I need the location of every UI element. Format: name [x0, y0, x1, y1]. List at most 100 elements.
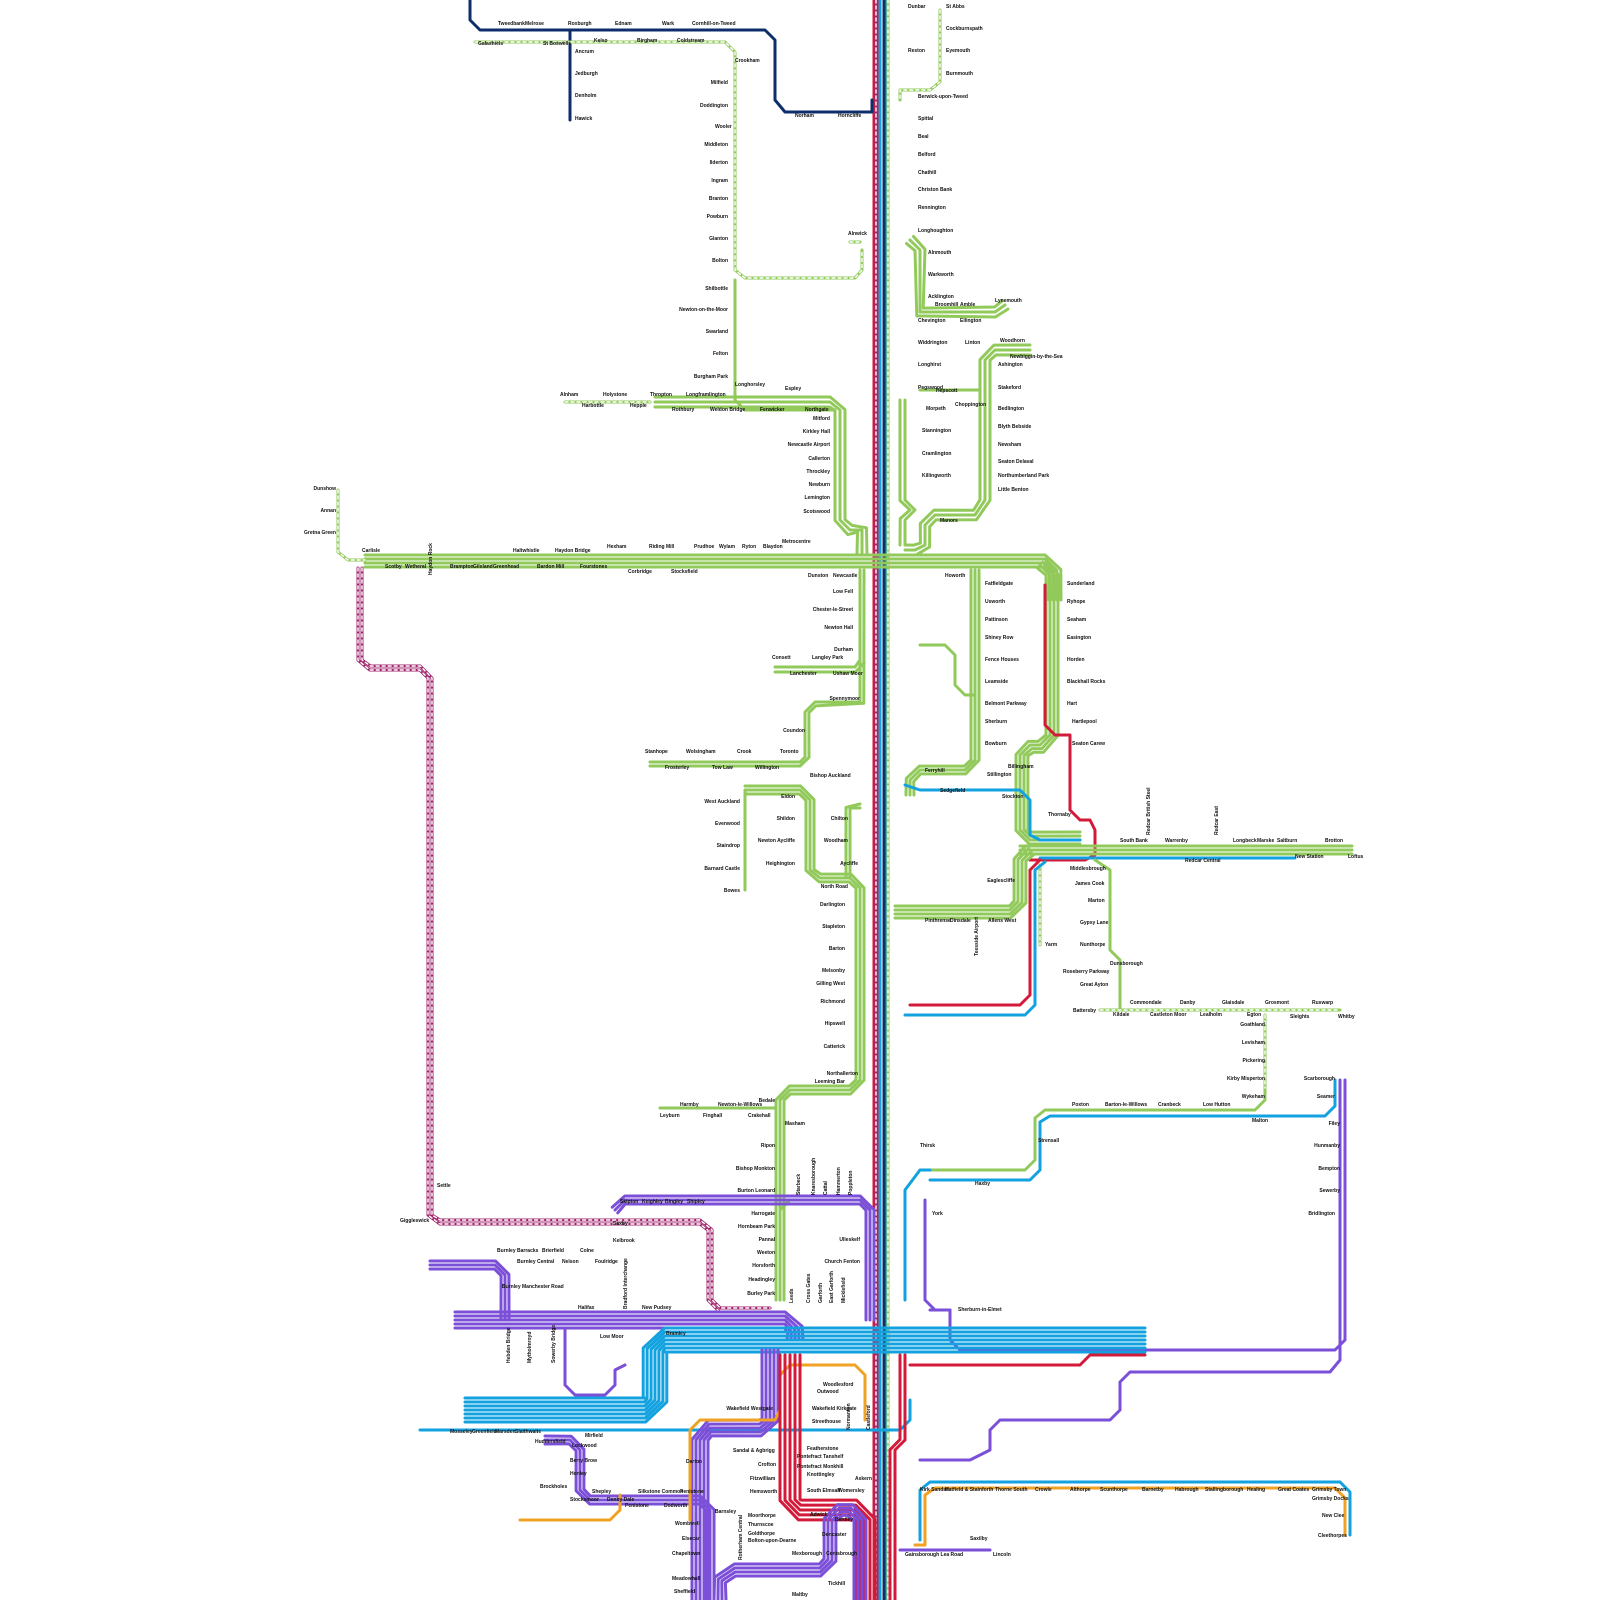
- rail-line-teesside-green-1: [893, 844, 1028, 908]
- station-label: Christon Bank: [918, 187, 952, 193]
- station-label: Stillington: [987, 772, 1011, 778]
- rail-line-leeds-blue-4: [463, 1338, 1147, 1412]
- station-label: Wetheral: [405, 564, 427, 570]
- station-label: Althorpe: [1070, 1487, 1091, 1493]
- station-label: Burnley Manchester Road: [502, 1284, 564, 1290]
- rail-line-orange-hull: [518, 1493, 622, 1522]
- station-label: Burnmouth: [946, 71, 973, 77]
- station-label: Crookham: [735, 58, 760, 64]
- rail-line-rothbury2-1: [653, 395, 869, 557]
- station-label: Jedburgh: [575, 71, 598, 77]
- station-label: New Pudsey: [642, 1305, 672, 1311]
- station-label: Bardon Mill: [537, 564, 565, 570]
- station-label: Bramley: [666, 1331, 686, 1337]
- rail-line-york-sherburn-purple: [923, 1198, 952, 1312]
- station-label: Masham: [785, 1121, 806, 1127]
- station-label: Crook: [737, 749, 752, 755]
- rail-line-teesside-green-3: [893, 849, 1033, 916]
- station-label: Leyburn: [660, 1113, 680, 1119]
- station-label: Birgham: [637, 38, 658, 44]
- station-label: Amble: [960, 302, 976, 308]
- station-label: Wolsingham: [686, 749, 716, 755]
- station-label: Bolton: [712, 258, 728, 264]
- station-label: Pontefract Monkhill: [797, 1464, 844, 1470]
- station-label: Seaham: [1067, 617, 1087, 623]
- station-label: Pontefract Tanshelf: [797, 1454, 844, 1460]
- station-label: Micklefield: [841, 1277, 847, 1303]
- station-label: Widdrington: [918, 340, 947, 346]
- station-label: Newcastle Airport: [788, 442, 831, 448]
- station-label: Haydon Rock: [428, 543, 434, 575]
- station-label: Aycliffe: [840, 861, 858, 867]
- station-label: Brotton: [1325, 838, 1343, 844]
- station-label: Silkstone Common: [638, 1489, 683, 1495]
- station-label: Roseberry Parkway: [1063, 969, 1110, 975]
- station-label: Sewerby: [1319, 1188, 1340, 1194]
- station-label: Ferryhill: [925, 768, 945, 774]
- station-label: Starbeck: [796, 1174, 802, 1195]
- rail-line-coast-green-3: [905, 242, 1010, 319]
- station-label: Newton Aycliffe: [758, 838, 795, 844]
- rail-line-leeds-blue-7: [463, 1350, 1147, 1424]
- station-label: Ancrum: [575, 49, 594, 55]
- station-label: Warkworth: [928, 272, 954, 278]
- station-label: Gypsy Lane: [1080, 920, 1109, 926]
- station-label: Ruswarp: [1312, 1000, 1333, 1006]
- station-label: Egton: [1247, 1012, 1261, 1018]
- station-label: Corbridge: [628, 569, 652, 575]
- station-label: Fatfieldgate: [985, 581, 1013, 587]
- station-label: Newton Hall: [824, 625, 853, 631]
- station-label: Chathill: [918, 170, 937, 176]
- station-label: Hebden Bridge: [506, 1327, 512, 1363]
- station-label: Mexborough: [792, 1551, 822, 1557]
- station-label: Dunsborough: [1110, 961, 1143, 967]
- station-label: Wakefield Westgate: [726, 1406, 773, 1412]
- station-label: Knaresborough: [811, 1158, 817, 1195]
- station-label: Throckley: [806, 469, 830, 475]
- station-label: Killingworth: [922, 473, 951, 479]
- station-label: Spittal: [918, 116, 934, 122]
- station-label: Hawick: [575, 116, 592, 122]
- station-label: Warrenby: [1165, 838, 1188, 844]
- station-label: Leeming Bar: [815, 1079, 845, 1085]
- rail-line-durham-coast-blue: [903, 783, 1082, 842]
- station-label: Rothbury: [672, 407, 694, 413]
- station-label: Consett: [772, 655, 791, 661]
- station-label: Huddersfield: [535, 1439, 566, 1445]
- station-label: Stapleton: [822, 924, 845, 930]
- station-label: Berry Brow: [570, 1458, 597, 1464]
- station-label: Morpeth: [926, 406, 946, 412]
- station-label: Knottingley: [807, 1472, 835, 1478]
- station-label: Fourstones: [580, 564, 607, 570]
- station-label: Hatfield & Stainforth: [945, 1487, 993, 1493]
- station-label: Roxburgh: [568, 21, 592, 27]
- station-label: Low Fell: [833, 589, 854, 595]
- station-label: Meadowhall: [672, 1576, 701, 1582]
- station-label: Middleton: [704, 142, 728, 148]
- rail-line-airedale-1: [610, 1194, 876, 1322]
- rail-line-pennine-purple-1: [543, 1434, 716, 1600]
- station-label: Weldon Bridge: [710, 407, 745, 413]
- station-label: Redcar Central: [1185, 858, 1221, 864]
- rail-line-darlington-loop-3: [743, 792, 858, 1302]
- station-label: Harrogate: [751, 1211, 775, 1217]
- rail-line-lanchester-2: [773, 661, 866, 674]
- station-label: Thorne South: [995, 1487, 1028, 1493]
- station-label: Shilbottle: [705, 286, 728, 292]
- station-label: Bempton: [1318, 1166, 1340, 1172]
- station-label: Scunthorpe: [1100, 1487, 1128, 1493]
- station-label: Catterick: [824, 1044, 846, 1050]
- station-label: Burnley Barracks: [497, 1248, 539, 1254]
- station-label: Thirsk: [920, 1143, 935, 1149]
- station-label: Stallingborough: [1205, 1487, 1243, 1493]
- station-label: Marske: [1257, 838, 1274, 844]
- rail-line-rothbury: [733, 278, 837, 412]
- station-label: Stanhope: [645, 749, 668, 755]
- station-label: Garforth: [818, 1283, 824, 1303]
- station-label: Ellington: [960, 318, 981, 324]
- rail-line-morpeth-1: [903, 398, 917, 547]
- station-label: Tickhill: [828, 1581, 846, 1587]
- rail-line-york-scarb-blue: [928, 1078, 1337, 1182]
- station-label: Evenwood: [715, 821, 740, 827]
- station-label: Greenfield: [472, 1429, 497, 1435]
